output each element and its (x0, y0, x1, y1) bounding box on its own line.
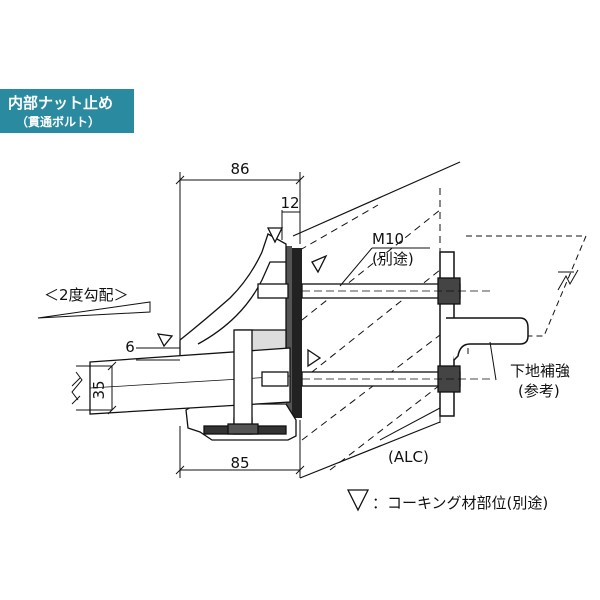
vertical-bolt (227, 329, 259, 435)
alc-wall-outline (292, 161, 461, 479)
lower-through-bolt (261, 365, 490, 393)
dim-left-gap: 6 (125, 338, 135, 356)
dim-height: 35 (90, 380, 108, 399)
wall-plate (290, 248, 302, 418)
dimension-ticks (107, 175, 305, 475)
bolt-spec-label: M10 (372, 230, 404, 248)
substrate-reinforcement (466, 235, 587, 356)
break-mark (71, 377, 81, 405)
wall-label: (ALC) (388, 448, 429, 466)
leader-lines (339, 247, 497, 441)
substrate-note-label: (参考) (518, 382, 560, 400)
slope-indicator (37, 301, 151, 319)
dim-bottom-width: 85 (230, 454, 249, 472)
badge-title: 内部ナット止め (8, 94, 114, 112)
dimension-lines (76, 172, 301, 478)
caulking-triangle-icon (156, 227, 370, 512)
roof-panel (89, 347, 291, 415)
dim-top-offset: 12 (280, 194, 299, 212)
slope-label: ＜2度勾配＞ (44, 286, 129, 304)
bolt-note-label: (別途) (372, 250, 414, 268)
legend-text: ：コーキング材部位(別途) (372, 494, 548, 512)
title-badge: 内部ナット止め （貫通ボルト） (0, 89, 134, 133)
alc-wall-hatch (299, 188, 441, 471)
upper-bracket (179, 233, 287, 369)
packing-strip (286, 246, 292, 420)
badge-subtitle: （貫通ボルト） (16, 115, 101, 129)
dim-top-width: 86 (230, 160, 249, 178)
upper-through-bolt (257, 277, 490, 305)
substrate-label: 下地補強 (510, 362, 570, 380)
